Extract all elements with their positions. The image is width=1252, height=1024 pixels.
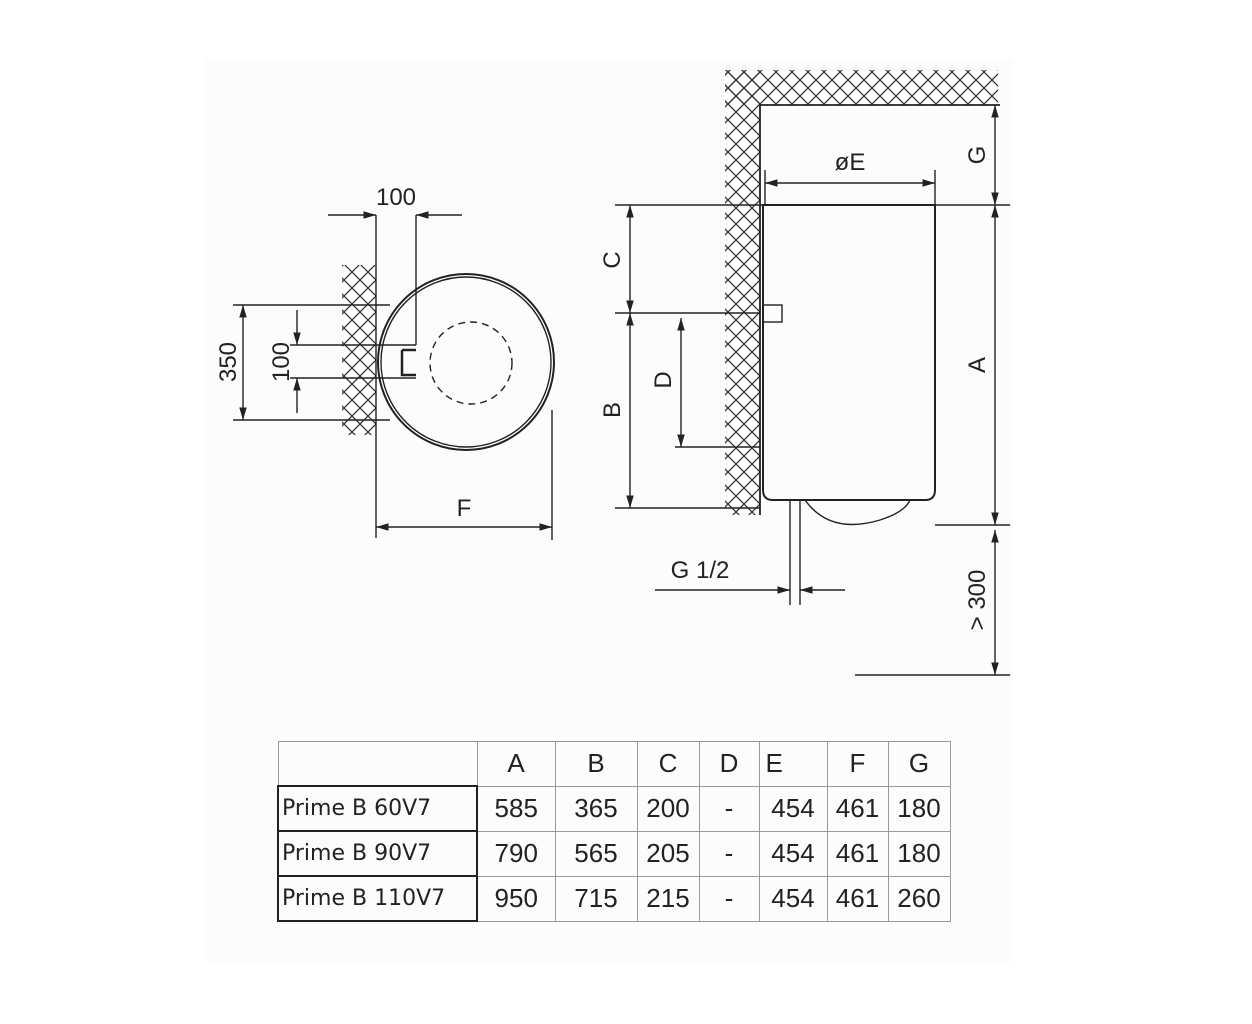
label-spacing-100: 100 [268,342,295,382]
value-a: 950 [476,875,556,922]
model-name: Prime B 90V7 [277,830,478,877]
model-name: Prime B 110V7 [277,875,478,922]
value-g: 260 [887,875,951,922]
value-g: 180 [887,830,951,877]
value-e: 454 [758,875,828,922]
value-f: 461 [826,785,889,832]
value-f: 461 [826,830,889,877]
header-cell [277,741,478,787]
value-c: 200 [636,785,700,832]
label-offset-100: 100 [376,184,416,211]
value-f: 461 [826,875,889,922]
flange-dashed [429,321,513,405]
table-row: Prime B 60V7 585 365 200 - 454 461 180 [277,785,951,832]
table-row: Prime B 90V7 790 565 205 - 454 461 180 [277,830,951,877]
table-row: Prime B 110V7 950 715 215 - 454 461 260 [277,875,951,922]
value-b: 565 [554,830,638,877]
value-e: 454 [758,830,828,877]
label-diameter-e: øE [835,149,866,176]
wall-hatch [342,265,376,435]
header-cell: B [554,741,638,787]
label-pipe-g-half: G 1/2 [671,557,730,584]
header-cell: C [636,741,700,787]
label-g: G [964,146,991,165]
value-b: 365 [554,785,638,832]
bracket [762,304,783,323]
label-d: D [650,371,677,388]
value-b: 715 [554,875,638,922]
header-cell: D [698,741,760,787]
value-a: 790 [476,830,556,877]
side-view [615,70,1010,676]
model-name: Prime B 60V7 [277,785,478,832]
value-d: - [698,830,760,877]
header-cell: A [476,741,556,787]
header-cell: G [887,741,951,787]
value-c: 205 [636,830,700,877]
tank-outline [377,273,555,451]
label-f: F [457,495,472,522]
value-d: - [698,875,760,922]
label-clearance-300: > 300 [964,570,991,631]
value-g: 180 [887,785,951,832]
label-c: C [599,251,626,268]
ceiling-hatch [725,70,998,105]
label-a: A [964,357,991,373]
header-cell: F [826,741,889,787]
header-cell: E [758,741,828,787]
wall-hatch-side [725,70,760,515]
label-b: B [599,402,626,418]
dimensions-table: A B C D E F G Prime B 60V7 585 365 200 -… [277,741,951,922]
tank-side [762,204,936,501]
label-height-350: 350 [215,342,242,382]
top-view [233,211,555,540]
table-header-row: A B C D E F G [277,741,951,787]
value-d: - [698,785,760,832]
value-e: 454 [758,785,828,832]
value-c: 215 [636,875,700,922]
value-a: 585 [476,785,556,832]
